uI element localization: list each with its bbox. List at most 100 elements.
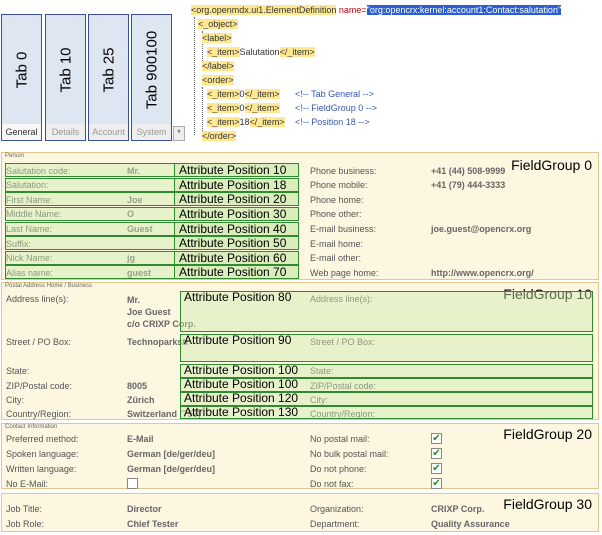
department-value[interactable]: Quality Assurance — [431, 519, 510, 529]
nick-name-label: Nick Name: — [6, 253, 53, 263]
preferred-method-label: Preferred method: — [6, 434, 79, 444]
zip-label-right: ZIP/Postal code: — [310, 381, 377, 391]
alias-name-value[interactable]: guest — [127, 268, 152, 278]
address-line-1[interactable]: Mr. — [127, 295, 141, 305]
tab-more-button[interactable]: * — [173, 126, 185, 141]
email-home-label: E-mail home: — [310, 239, 364, 249]
tree-connector — [202, 31, 203, 63]
email-business-value[interactable]: joe.guest@opencrx.org — [431, 224, 532, 234]
xml-order-value: 0 — [239, 89, 245, 99]
tab-label[interactable]: System — [132, 124, 171, 140]
xml-root-line: <org.openmdx.ui1.ElementDefinition name=… — [191, 3, 562, 17]
job-title-value[interactable]: Director — [127, 504, 162, 514]
written-language-value[interactable]: German [de/ger/deu] — [127, 464, 216, 474]
attribute-position-label: Attribute Position 100 — [184, 363, 299, 377]
tab-details[interactable]: Tab 10 Details — [45, 14, 86, 141]
first-name-value[interactable]: Joe — [127, 195, 143, 205]
tree-connector — [202, 87, 203, 133]
attribute-outline — [180, 392, 593, 406]
do-not-phone-label: Do not phone: — [310, 464, 367, 474]
fieldgroup-name: FieldGroup 0 — [511, 157, 592, 173]
xml-comment: <!-- FieldGroup 0 --> — [295, 103, 378, 113]
xml-item-open: <_item> — [207, 47, 240, 57]
attribute-position-label: Attribute Position 130 — [184, 405, 299, 419]
attribute-position-label: Attribute Position 50 — [174, 236, 299, 250]
organization-label: Organization: — [310, 504, 364, 514]
address-line-2[interactable]: Joe Guest — [127, 307, 171, 317]
spoken-language-label: Spoken language: — [6, 449, 79, 459]
salutation-label: Salutation: — [6, 180, 49, 190]
group-title: Person — [5, 153, 25, 159]
attribute-outline — [180, 364, 593, 378]
spoken-language-value[interactable]: German [de/ger/deu] — [127, 449, 216, 459]
do-not-phone-checkbox[interactable]: ✔ — [431, 463, 442, 474]
job-role-value[interactable]: Chief Tester — [127, 519, 179, 529]
attribute-position-label: Attribute Position 20 — [174, 192, 299, 206]
country-value[interactable]: Switzerland [756] — [127, 409, 201, 419]
tab-header: Tab 25 — [89, 15, 128, 125]
salutation-code-label: Salutation code: — [6, 166, 71, 176]
organization-value[interactable]: CRIXP Corp. — [431, 504, 485, 514]
country-label: Country/Region: — [6, 409, 72, 419]
xml-name-value[interactable]: "org:opencrx:kernel:account1:Contact:sal… — [366, 5, 562, 15]
xml-order-line: <order> — [202, 73, 234, 87]
xml-label-item-line: <_item>Salutation</_item> — [207, 45, 315, 59]
tab-header: Tab 10 — [46, 15, 85, 125]
last-name-label: Last Name: — [6, 224, 53, 234]
no-email-checkbox[interactable] — [127, 478, 138, 489]
nick-name-value[interactable]: jg — [127, 253, 135, 263]
do-not-fax-checkbox[interactable]: ✔ — [431, 478, 442, 489]
tree-connector — [194, 17, 195, 135]
zip-value[interactable]: 8005 — [127, 381, 148, 391]
tab-general[interactable]: Tab 0 General — [1, 14, 42, 141]
street-label-right: Street / PO Box: — [310, 337, 376, 347]
no-postal-mail-checkbox[interactable]: ✔ — [431, 433, 442, 444]
phone-mobile-value[interactable]: +41 (79) 444-3333 — [431, 180, 506, 190]
salutation-code-value[interactable]: Mr. — [127, 166, 141, 176]
alias-name-label: Alias name: — [6, 268, 54, 278]
tab-header: Tab 0 — [2, 15, 41, 125]
tab-title: Tab 25 — [100, 47, 117, 93]
group-title: Contact Information — [5, 424, 58, 430]
do-not-fax-label: Do not fax: — [310, 479, 354, 489]
xml-name-attr: name= — [338, 5, 367, 15]
city-label-right: City: — [310, 395, 328, 405]
attribute-outline — [180, 378, 593, 392]
xml-order-close-line: </order> — [202, 129, 237, 143]
tab-label[interactable]: Details — [46, 124, 85, 140]
job-role-label: Job Role: — [6, 519, 45, 529]
attribute-position-label: Attribute Position 10 — [174, 163, 299, 177]
xml-item-open: <_item> — [207, 89, 240, 99]
country-label-right: Country/Region: — [310, 409, 376, 419]
xml-item-close: </_item> — [244, 103, 280, 113]
city-value[interactable]: Zürich — [127, 395, 155, 405]
preferred-method-value[interactable]: E-Mail — [127, 434, 154, 444]
tab-account[interactable]: Tab 25 Account — [88, 14, 129, 141]
middle-name-label: Middle Name: — [6, 209, 62, 219]
xml-comment: <!-- Tab General --> — [295, 89, 374, 99]
address-lines-label-right: Address line(s): — [310, 294, 373, 304]
phone-business-value[interactable]: +41 (44) 508-9999 — [431, 166, 506, 176]
attribute-position-label: Attribute Position 70 — [174, 265, 299, 279]
tab-title: Tab 10 — [57, 47, 74, 93]
web-page-home-value[interactable]: http://www.opencrx.org/ — [431, 268, 534, 278]
xml-label-close-line: </label> — [202, 59, 235, 73]
first-name-label: First Name: — [6, 195, 53, 205]
tab-label[interactable]: Account — [89, 124, 128, 140]
no-bulk-postal-mail-checkbox[interactable]: ✔ — [431, 448, 442, 459]
tab-label[interactable]: General — [2, 124, 41, 140]
xml-snippet: <org.openmdx.ui1.ElementDefinition name=… — [191, 3, 601, 144]
attribute-position-label: Attribute Position 90 — [184, 333, 292, 347]
street-value[interactable]: Technoparkstr — [127, 337, 189, 347]
fieldgroup-contact-information: Contact Information FieldGroup 20 Prefer… — [1, 423, 599, 489]
xml-order-item: <_item>18</_item> — [207, 115, 285, 129]
phone-home-label: Phone home: — [310, 195, 364, 205]
xml-label-line: <label> — [202, 31, 232, 45]
last-name-value[interactable]: Guest — [127, 224, 153, 234]
xml-order-open: <order> — [202, 75, 234, 85]
xml-item-open: <_item> — [207, 117, 240, 127]
phone-business-label: Phone business: — [310, 166, 377, 176]
address-line-3[interactable]: c/o CRIXP Corp. — [127, 319, 196, 329]
middle-name-value[interactable]: O — [127, 209, 135, 219]
tab-system[interactable]: Tab 900100 System — [131, 14, 172, 141]
